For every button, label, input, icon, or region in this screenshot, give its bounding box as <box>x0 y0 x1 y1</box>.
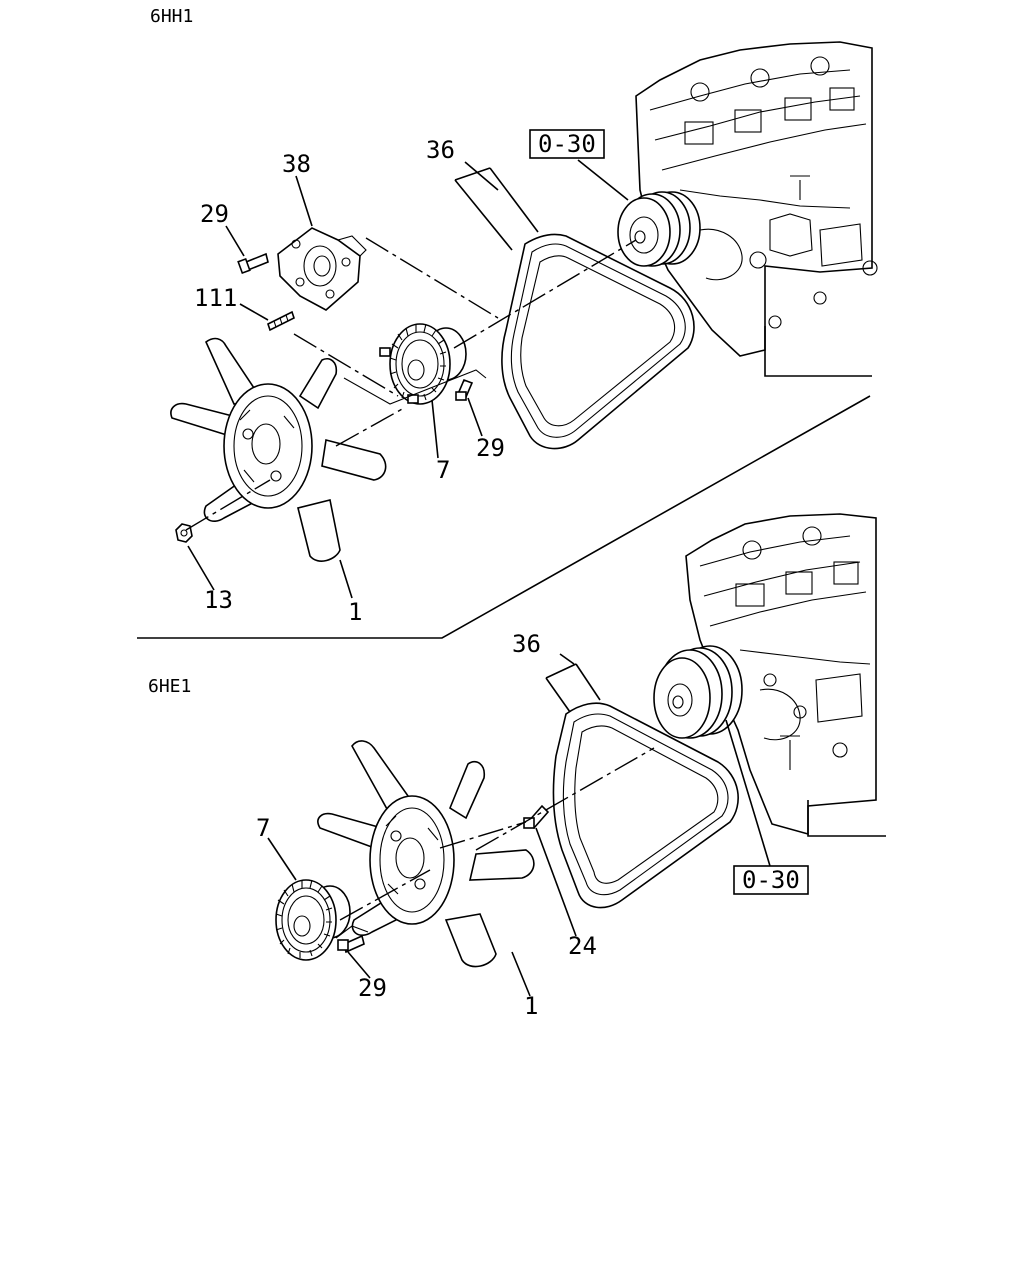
bolt-upper-top <box>237 252 269 275</box>
drive-belt-bottom <box>552 702 739 909</box>
ref-label-bottom: 0-30 <box>742 866 800 894</box>
label-fan-clutch-bottom: 7 <box>256 814 270 842</box>
bolt-fan-bottom <box>523 804 550 830</box>
label-bracket-top: 38 <box>282 150 311 178</box>
crank-pulley-top <box>617 191 701 267</box>
engine-block-top <box>635 41 878 377</box>
stud-top <box>267 310 295 332</box>
leader-lines-bottom <box>267 653 771 997</box>
bolt-clutch-bottom <box>337 934 365 954</box>
label-belt-top: 36 <box>426 136 455 164</box>
fan-bottom <box>317 740 535 968</box>
fan-top <box>170 337 387 562</box>
engine-block-bottom <box>685 513 886 837</box>
ref-box-top <box>529 129 605 159</box>
label-fan-clutch-top: 7 <box>436 456 450 484</box>
leader-lines-top <box>185 159 637 599</box>
nut-top <box>175 523 193 543</box>
ref-box-bottom <box>733 865 809 895</box>
fan-clutch-bottom <box>275 879 351 961</box>
drive-belt-top <box>501 233 695 450</box>
label-bolt-clutch-bottom: 29 <box>358 974 387 1002</box>
crank-pulley-bottom <box>653 645 743 739</box>
label-stud-top: 111 <box>194 284 237 312</box>
ref-label-top: 0-30 <box>538 130 596 158</box>
label-bolt-upper-top: 29 <box>200 200 229 228</box>
fan-clutch-top <box>379 323 467 405</box>
label-fan-top: 1 <box>348 598 362 626</box>
fan-bracket-top <box>277 227 367 311</box>
model-label-6hh1: 6HH1 <box>150 6 193 27</box>
label-fan-bottom: 1 <box>524 992 538 1020</box>
label-nut-top: 13 <box>204 586 233 614</box>
label-bolt-fan-bottom: 24 <box>568 932 597 960</box>
section-divider <box>137 395 871 639</box>
label-bolt-lower-top: 29 <box>476 434 505 462</box>
model-label-6he1: 6HE1 <box>148 676 191 697</box>
label-belt-bottom: 36 <box>512 630 541 658</box>
bolt-lower-top <box>455 378 474 401</box>
